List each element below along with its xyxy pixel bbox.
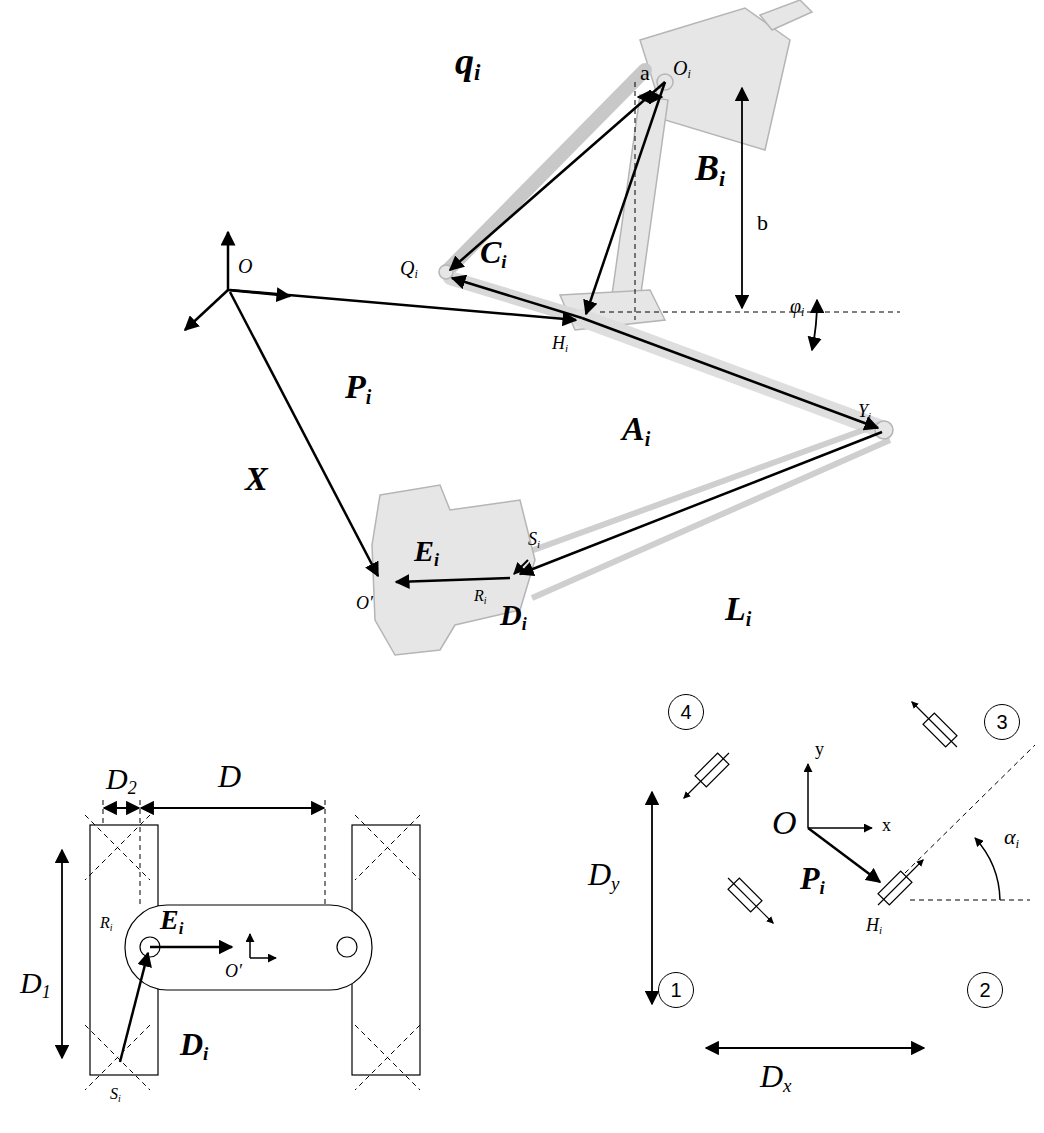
point-label: Y <box>858 402 868 420</box>
point-label: O′ <box>356 594 373 612</box>
vector-label: D <box>180 1028 203 1060</box>
subscript: i <box>719 168 725 190</box>
point-label: O <box>772 806 797 840</box>
subscript: i <box>203 1044 208 1063</box>
point-label: D <box>588 858 611 890</box>
point-label: O′ <box>225 962 242 980</box>
point-label: O <box>238 256 252 276</box>
point-label: D <box>218 760 241 792</box>
callout-circle: 2 <box>967 972 1003 1008</box>
vector-label: X <box>245 462 268 496</box>
subscript: i <box>645 429 651 449</box>
callout-circle: 1 <box>658 972 694 1008</box>
subscript: i <box>110 923 113 933</box>
point-label: H <box>866 916 879 934</box>
point-label: S <box>528 530 537 548</box>
point-label: R <box>474 588 484 604</box>
point-label: D <box>20 968 42 998</box>
subscript: i <box>801 306 804 318</box>
subscript: y <box>611 874 619 893</box>
vector-label: E <box>414 536 434 566</box>
point-label: D <box>106 764 128 794</box>
vector-label: C <box>480 236 501 268</box>
subscript: i <box>366 387 372 407</box>
subscript: 1 <box>42 983 51 1001</box>
subscript: i <box>1016 837 1020 850</box>
subscript: i <box>179 920 184 937</box>
vector-label: D <box>500 600 522 630</box>
subscript: i <box>820 878 825 897</box>
point-label: O <box>673 58 687 78</box>
point-label: H <box>552 334 565 352</box>
callout-circle: 4 <box>668 694 704 730</box>
dimension-label: x <box>882 816 891 834</box>
subscript: i <box>484 596 487 606</box>
point-label: D <box>760 1060 783 1092</box>
subscript: x <box>783 1076 791 1095</box>
vector-label: P <box>345 370 366 404</box>
point-label: φ <box>790 296 801 316</box>
subscript: i <box>474 61 480 84</box>
subscript: i <box>522 615 527 633</box>
point-label: R <box>100 915 110 931</box>
vector-label: L <box>725 592 746 626</box>
point-label: Q <box>400 258 414 278</box>
subscript: i <box>434 551 439 569</box>
subscript: i <box>501 252 506 271</box>
subscript: i <box>879 925 882 936</box>
callout-number: 4 <box>680 702 691 722</box>
callout-number: 2 <box>979 980 990 1000</box>
subscript: i <box>687 68 690 80</box>
point-label: S <box>110 1086 118 1102</box>
subscript: 2 <box>128 779 137 797</box>
point-label: α <box>1004 826 1016 848</box>
subscript: i <box>565 343 568 354</box>
subscript: i <box>414 268 417 280</box>
subscript: i <box>118 1094 121 1104</box>
vector-label: q <box>455 42 474 80</box>
vector-label: A <box>622 412 645 446</box>
callout-circle: 3 <box>984 704 1020 740</box>
subscript: i <box>537 539 540 550</box>
vector-label: E <box>160 906 179 934</box>
dimension-label: b <box>757 212 768 234</box>
subscript: i <box>746 609 752 629</box>
callout-number: 3 <box>996 712 1007 732</box>
vector-label: B <box>695 150 719 186</box>
dimension-label: y <box>815 740 824 758</box>
subscript: i <box>868 411 871 422</box>
vector-label: P <box>800 862 820 894</box>
callout-number: 1 <box>670 980 681 1000</box>
dimension-label: a <box>640 62 650 84</box>
